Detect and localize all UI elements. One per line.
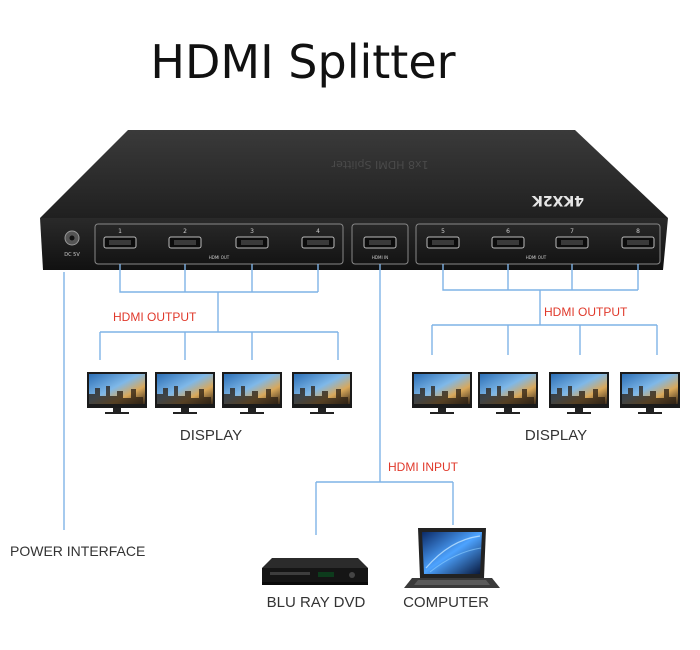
port-number: 7 xyxy=(570,228,574,235)
hdmi-out-port: 3 xyxy=(235,228,269,249)
hdmi-in-port xyxy=(363,236,397,249)
display-monitor xyxy=(478,372,538,414)
displays-right xyxy=(412,372,680,414)
dc-label: DC 5V xyxy=(64,252,80,258)
displays-left xyxy=(87,372,352,414)
hdmi-out-ports: 1 2 3 4 5 6 7 8 xyxy=(103,228,655,249)
hdmi-input-label: HDMI INPUT xyxy=(388,460,459,474)
hdmi-out-port: 2 xyxy=(168,228,202,249)
computer-label: COMPUTER xyxy=(403,594,489,611)
device-top-print: 1x8 HDMI Splitter xyxy=(331,158,428,171)
hdmi-out-port: 5 xyxy=(426,228,460,249)
blu-ray-dvd-label: BLU RAY DVD xyxy=(267,594,366,611)
wiring xyxy=(63,264,658,535)
hdmi-out-port: 1 xyxy=(103,228,137,249)
port-number: 3 xyxy=(250,228,254,235)
dc-power-jack-pin xyxy=(69,235,75,241)
port-number: 4 xyxy=(316,228,320,235)
port-number: 5 xyxy=(441,228,445,235)
hdmi-out-port: 4 xyxy=(301,228,335,249)
output-group-right xyxy=(415,223,661,265)
port-number: 6 xyxy=(506,228,510,235)
hdmi-in-label: HDMI IN xyxy=(372,255,388,260)
device-front-face xyxy=(40,218,668,270)
port-number: 8 xyxy=(636,228,640,235)
hdmi-out-port: 7 xyxy=(555,228,589,249)
display-monitor xyxy=(620,372,680,414)
input-wires xyxy=(315,264,454,535)
right-output-wires xyxy=(431,264,658,355)
hdmi-out-label-right: HDMI OUT xyxy=(526,255,547,260)
hdmi-output-label-right: HDMI OUTPUT xyxy=(544,305,628,319)
hdmi-out-label-left: HDMI OUT xyxy=(209,255,230,260)
port-number: 1 xyxy=(118,228,122,235)
diagram-title: HDMI Splitter xyxy=(150,35,455,89)
power-interface-label: POWER INTERFACE xyxy=(10,543,145,559)
display-monitor xyxy=(412,372,472,414)
display-monitor xyxy=(87,372,147,414)
display-monitor xyxy=(292,372,352,414)
hdmi-output-label-left: HDMI OUTPUT xyxy=(113,310,197,324)
display-label-left: DISPLAY xyxy=(180,427,242,444)
laptop-image xyxy=(404,528,500,588)
splitter-device: 1x8 HDMI Splitter 4KX2K DC 5V HDMI OUT H… xyxy=(40,130,668,270)
device-brand-text: 4KX2K xyxy=(531,192,584,208)
port-number: 2 xyxy=(183,228,187,235)
left-output-wires xyxy=(99,264,339,360)
display-monitor xyxy=(222,372,282,414)
hdmi-out-port: 8 xyxy=(621,228,655,249)
display-label-right: DISPLAY xyxy=(525,427,587,444)
hdmi-out-port: 6 xyxy=(491,228,525,249)
display-monitor xyxy=(549,372,609,414)
device-top-face xyxy=(40,130,668,218)
display-monitor xyxy=(155,372,215,414)
blu-ray-player-image xyxy=(262,558,368,585)
output-group-left xyxy=(94,223,344,265)
